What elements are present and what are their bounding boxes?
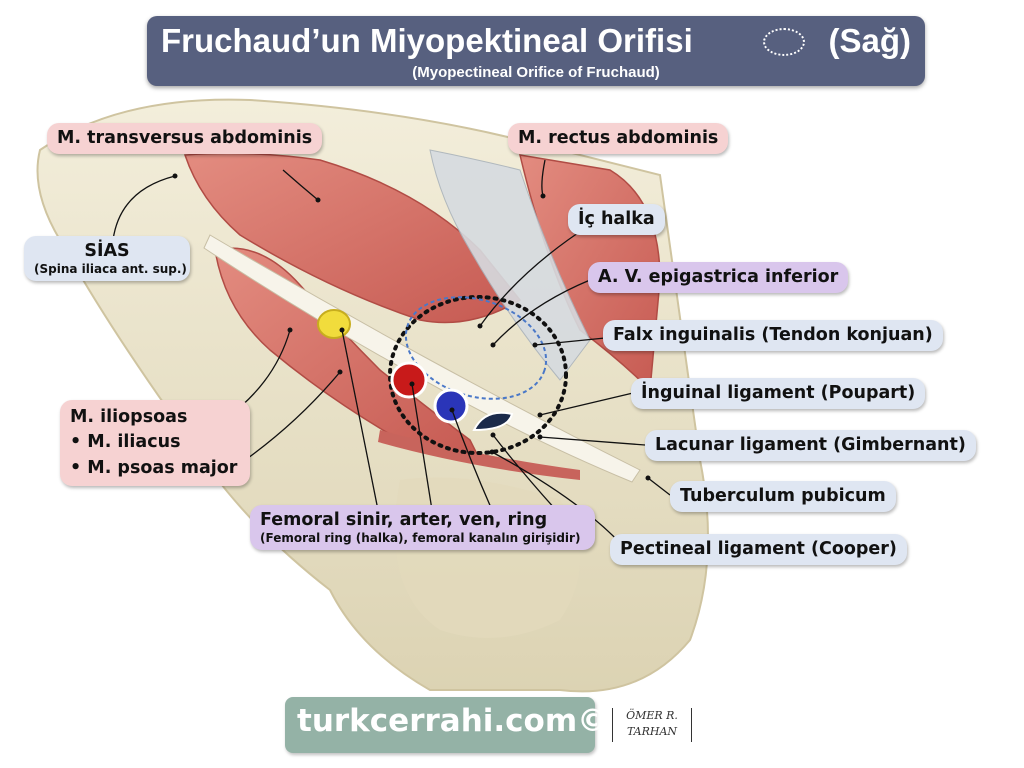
- label-femoral-title: Femoral sinir, arter, ven, ring: [260, 510, 548, 530]
- label-sias-title: SİAS: [84, 241, 130, 261]
- label-falx-inguinalis: Falx inguinalis (Tendon konjuan): [603, 320, 943, 351]
- signature-line-1: ÖMER R.: [626, 709, 678, 722]
- aponeurosis-sheet: [429, 149, 591, 381]
- femoral-vein: [433, 388, 469, 424]
- title-banner: Fruchaud’un Miyopektineal Orifisi (Sağ) …: [147, 16, 925, 86]
- watermark-site: turkcerrahi.com©: [297, 703, 609, 739]
- femoral-nerve: [317, 309, 351, 339]
- dotted-oval-icon: [763, 28, 805, 56]
- label-sias: SİAS (Spina iliaca ant. sup.): [24, 236, 190, 282]
- label-lacunar-ligament: Lacunar ligament (Gimbernant): [645, 430, 976, 461]
- label-epigastrica-inferior: A. V. epigastrica inferior: [588, 262, 849, 293]
- pectineal-ligament-band: [378, 430, 580, 480]
- femoral-ring: [472, 411, 514, 432]
- signature-line-2: TARHAN: [626, 725, 678, 738]
- leader-lines: [112, 159, 671, 546]
- diagram-title: Fruchaud’un Miyopektineal Orifisi: [161, 22, 693, 59]
- label-iliopsoas: M. iliopsoas • M. iliacus • M. psoas maj…: [60, 400, 250, 487]
- pelvic-inner-shadow: [395, 477, 580, 638]
- label-iliopsoas-title: M. iliopsoas: [70, 407, 188, 427]
- label-femoral-structures: Femoral sinir, arter, ven, ring (Femoral…: [250, 505, 595, 551]
- label-psoas-major: • M. psoas major: [70, 457, 238, 478]
- label-pectineal-ligament: Pectineal ligament (Cooper): [610, 534, 907, 565]
- label-transversus-abdominis: M. transversus abdominis: [47, 123, 323, 154]
- leader-dots: [172, 173, 651, 481]
- author-signature: ÖMER R. TARHAN: [612, 708, 692, 742]
- label-iliacus: • M. iliacus: [70, 432, 181, 453]
- diagram-subtitle: (Myopectineal Orifice of Fruchaud): [412, 64, 660, 81]
- transversus-abdominis-muscle: [183, 152, 522, 324]
- diagram-side: (Sağ): [828, 22, 912, 59]
- myopectineal-orifice-outline: [388, 295, 568, 455]
- femoral-artery: [390, 361, 428, 399]
- watermark-badge: turkcerrahi.com©: [285, 697, 608, 753]
- label-femoral-sub: (Femoral ring (halka), femoral kanalın g…: [260, 531, 581, 545]
- label-sias-sub: (Spina iliaca ant. sup.): [34, 262, 187, 276]
- internal-ring-outline: [404, 296, 548, 400]
- label-inguinal-ligament: İnguinal ligament (Poupart): [631, 378, 926, 409]
- label-rectus-abdominis: M. rectus abdominis: [508, 123, 729, 154]
- label-ic-halka: İç halka: [568, 204, 665, 235]
- label-tuberculum-pubicum: Tuberculum pubicum: [670, 481, 896, 512]
